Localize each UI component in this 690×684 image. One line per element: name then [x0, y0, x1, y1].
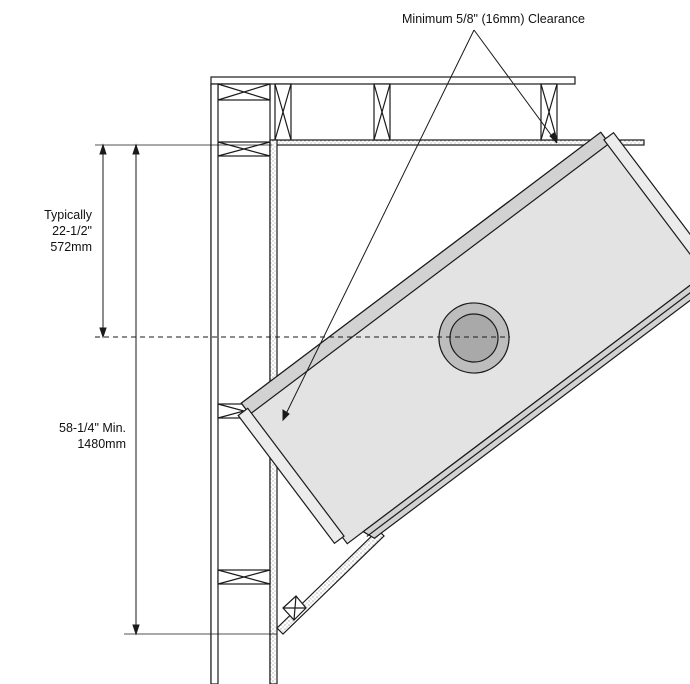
leader-arrow-ceiling [549, 132, 558, 144]
dim-upper-label: Typically 22-1/2" 572mm [22, 207, 92, 255]
leader-to-ceiling [473, 29, 558, 144]
clearance-callout: Minimum 5/8" (16mm) Clearance [402, 12, 585, 26]
ceiling-joist-1 [217, 83, 271, 101]
dim-lower-arrow-bottom [132, 624, 140, 636]
dim-upper-line2: 22-1/2" [52, 224, 92, 238]
unit-top-rail [240, 131, 610, 416]
dimension-lines [95, 143, 510, 636]
fireplace-unit [237, 131, 690, 545]
ceiling-joist-2 [274, 83, 292, 141]
dim-upper-line3: 572mm [50, 240, 92, 254]
wall-block-2 [217, 569, 271, 585]
unit-front-face [362, 272, 690, 539]
unit-end-cap-left [237, 407, 345, 545]
flue-inner [449, 313, 499, 363]
ceiling-block [217, 141, 271, 157]
dim-upper-line1: Typically [44, 208, 92, 222]
ceiling-joist-3 [373, 83, 391, 141]
dim-lower-line1: 58-1/4" Min. [59, 421, 126, 435]
clearance-leaders [282, 29, 558, 422]
dim-upper-arrow-top [99, 143, 107, 155]
unit-end-cap-right [603, 131, 690, 281]
dim-upper-arrow-bottom [99, 327, 107, 339]
ceiling-top-plate [210, 76, 576, 85]
dim-lower-arrow-top [132, 143, 140, 155]
dim-lower-line2: 1480mm [77, 437, 126, 451]
ceiling-framing [210, 76, 645, 684]
leader-to-wall [282, 29, 475, 421]
wall-stud-outer [210, 83, 219, 684]
leader-arrow-wall [282, 409, 290, 422]
dim-lower-label: 58-1/4" Min. 1480mm [40, 420, 126, 452]
board-block-bottom [282, 595, 307, 621]
